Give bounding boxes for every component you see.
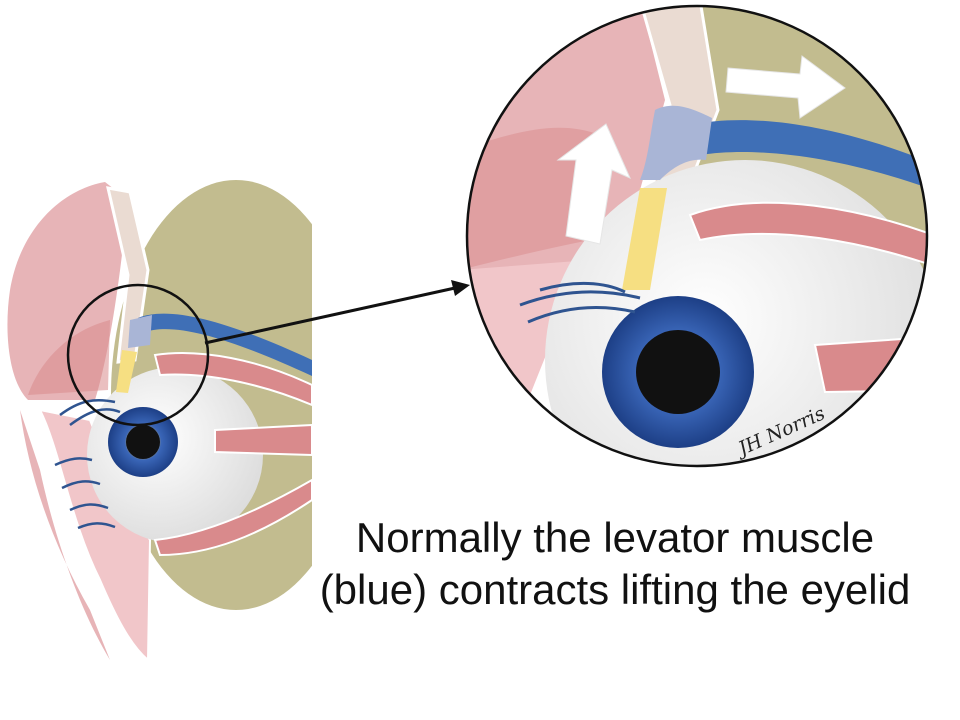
pull-arrow-right: [725, 55, 846, 119]
overview-illustration: [7, 180, 312, 663]
zoom-pointer-line: [204, 286, 456, 345]
caption-line-2: (blue) contracts lifting the eyelid: [319, 566, 911, 613]
lower-lashes: [54, 457, 116, 530]
zoom-circle-border: [465, 4, 929, 468]
zoom-detail: [467, 6, 927, 466]
zoom-pupil: [636, 330, 720, 414]
zoom-aponeurosis: [640, 105, 712, 180]
zoom-region-marker: [66, 283, 210, 427]
zoom-pointer-arrowhead: [451, 280, 470, 296]
caption-line-1: Normally the levator muscle: [355, 514, 875, 561]
levator-muscle: [138, 313, 312, 376]
caption: Normally the levator muscle (blue) contr…: [270, 512, 960, 616]
tarsal-plate: [116, 350, 137, 393]
zoom-superior-rectus: [688, 201, 927, 277]
inferior-rectus: [153, 478, 312, 557]
pupil: [126, 425, 160, 459]
zoom-tarsal-plate: [622, 188, 667, 290]
zoom-lashes: [519, 282, 641, 324]
zoom-eyelid-fold: [467, 127, 600, 270]
optic-nerve-muscle: [214, 423, 312, 457]
levator-aponeurosis: [128, 315, 152, 348]
superior-rectus: [153, 352, 312, 407]
lift-arrow-up: [556, 123, 631, 245]
zoom-levator-muscle: [690, 120, 927, 200]
